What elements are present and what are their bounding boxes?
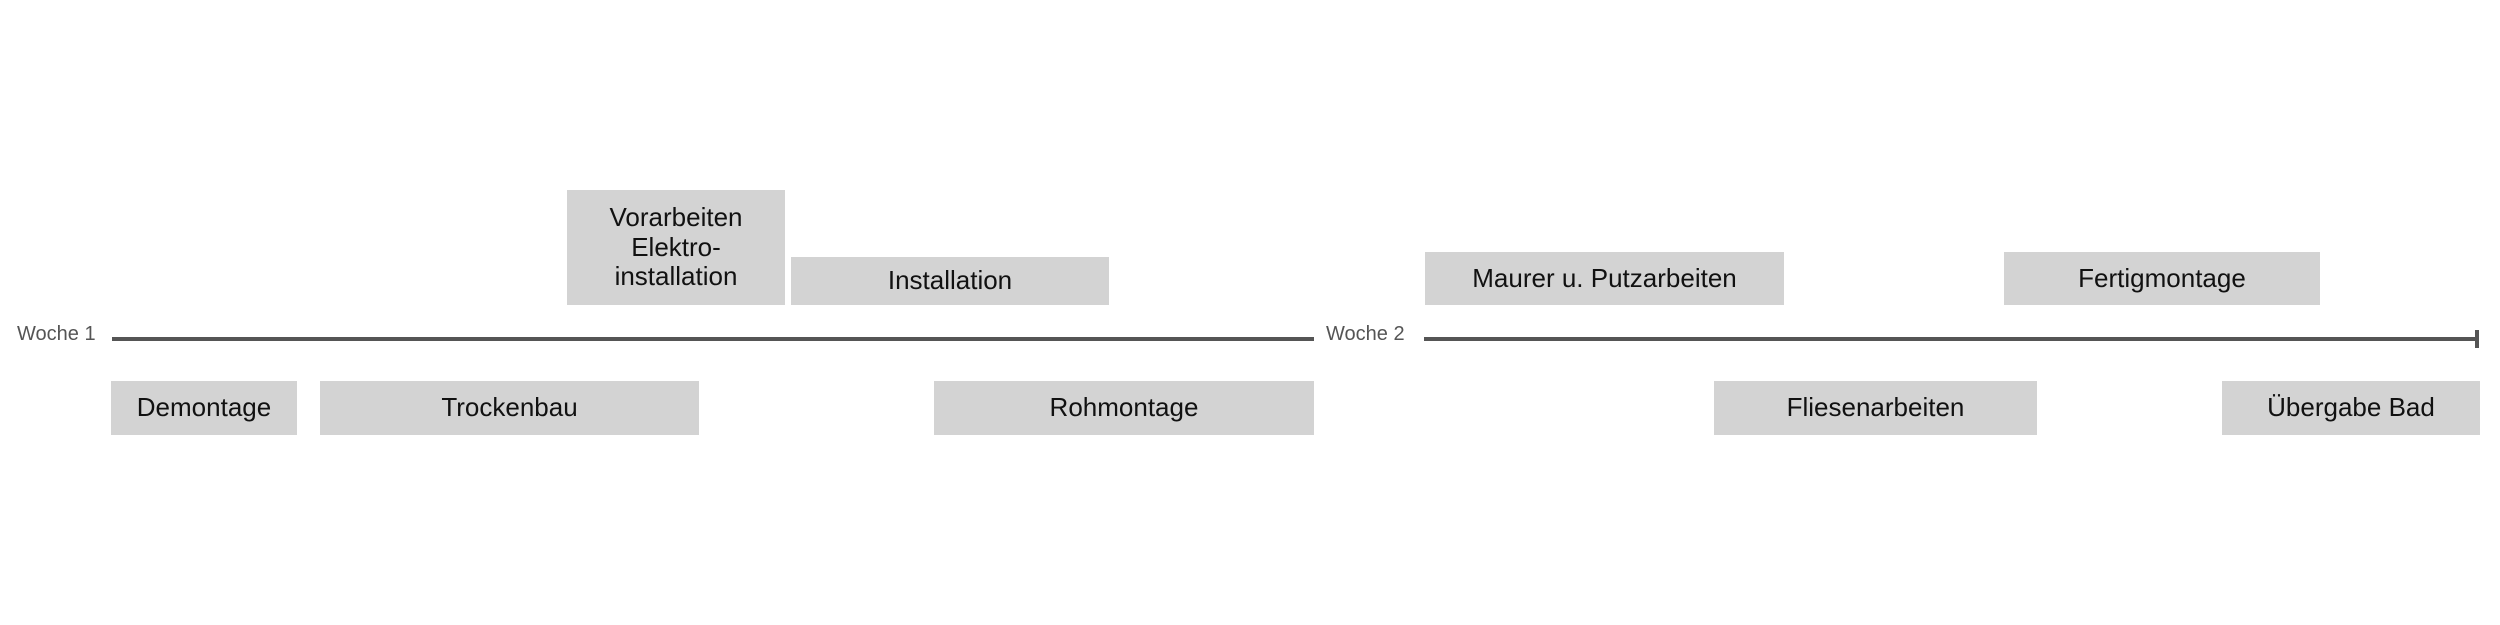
task-label: Fertigmontage xyxy=(2078,262,2246,293)
task-label: Übergabe Bad xyxy=(2267,392,2435,423)
week-1-label: Woche 1 xyxy=(17,323,96,345)
task-label: Rohmontage xyxy=(1049,392,1199,423)
task-label: Maurer u. Putzarbeiten xyxy=(1472,262,1737,293)
task-demontage: Demontage xyxy=(111,381,297,435)
week-1-axis-line xyxy=(112,337,1314,341)
axis-end-tick xyxy=(2475,330,2479,348)
task-label-line: installation xyxy=(614,261,738,292)
task-label-line: Elektro- xyxy=(631,231,721,262)
task-label: Demontage xyxy=(136,392,272,423)
task-vorarbeiten-elektroinstallation: Vorarbeiten Elektro- installation xyxy=(567,190,785,305)
task-label: Fliesenarbeiten xyxy=(1786,392,1965,423)
task-rohmontage: Rohmontage xyxy=(934,381,1314,435)
task-trockenbau: Trockenbau xyxy=(320,381,699,435)
task-installation: Installation xyxy=(791,257,1109,305)
week-2-label: Woche 2 xyxy=(1326,323,1405,345)
task-maurer-putzarbeiten: Maurer u. Putzarbeiten xyxy=(1425,252,1784,305)
task-label: Installation xyxy=(887,265,1013,296)
task-label-line: Vorarbeiten xyxy=(609,202,743,233)
task-label: Trockenbau xyxy=(441,392,578,423)
task-fliesenarbeiten: Fliesenarbeiten xyxy=(1714,381,2037,435)
task-fertigmontage: Fertigmontage xyxy=(2004,252,2320,305)
task-uebergabe-bad: Übergabe Bad xyxy=(2222,381,2480,435)
week-2-axis-line xyxy=(1424,337,2479,341)
